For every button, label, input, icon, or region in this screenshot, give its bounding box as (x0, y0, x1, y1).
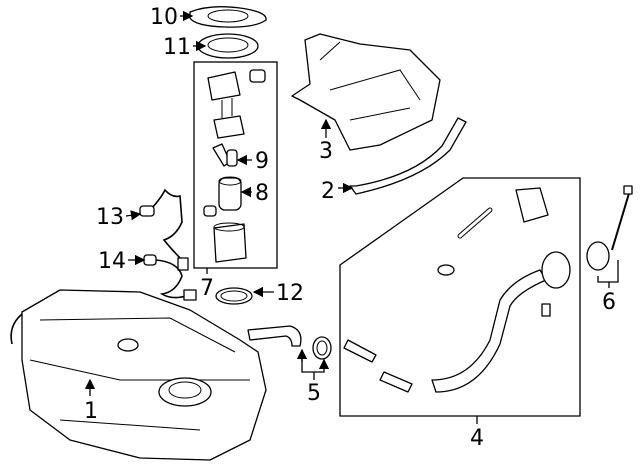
callout-11: 11 (163, 35, 191, 60)
callout-5: 5 (307, 381, 321, 406)
part-7-pump-housing[interactable] (213, 222, 247, 263)
callout-14: 14 (98, 249, 126, 274)
callout-4: 4 (470, 426, 484, 451)
part-1-fuel-tank[interactable] (10, 289, 267, 461)
part-7-pump-internals[interactable] (207, 69, 266, 139)
part-2-tank-strap[interactable] (349, 117, 467, 195)
part-3-heat-shield[interactable] (291, 33, 441, 151)
part-4-filler-neck-box (339, 177, 581, 417)
callout-6: 6 (602, 290, 616, 315)
part-8-fuel-pump[interactable] (203, 176, 242, 217)
part-13-sensor-harness[interactable] (139, 188, 189, 271)
part-11-lock-ring[interactable] (197, 33, 259, 59)
callout-10: 10 (150, 5, 178, 30)
part-6-fuel-cap[interactable] (586, 185, 633, 271)
part-4-filler-neck[interactable] (343, 187, 571, 393)
callout-3: 3 (319, 139, 333, 164)
callout-9: 9 (255, 149, 269, 174)
callout-13: 13 (96, 205, 124, 230)
part-9-filter-strainer[interactable] (212, 143, 238, 167)
part-10-cover[interactable] (189, 6, 267, 28)
callout-1: 1 (84, 399, 98, 424)
callout-8: 8 (255, 181, 269, 206)
part-7-pump-assembly-box (193, 61, 278, 269)
callout-7: 7 (200, 276, 214, 301)
part-5-filler-hose[interactable] (247, 325, 332, 360)
callout-12: 12 (276, 281, 304, 306)
callout-2: 2 (321, 179, 335, 204)
